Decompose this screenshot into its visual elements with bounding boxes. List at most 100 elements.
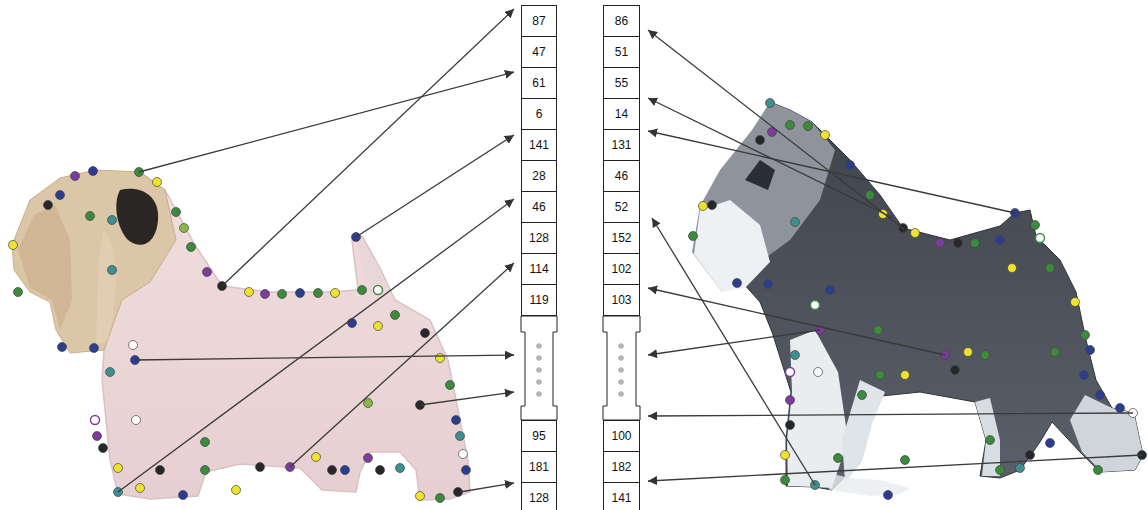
number-box: 128 [521, 482, 557, 510]
keypoint [1026, 451, 1035, 460]
keypoint [791, 218, 800, 227]
keypoint [996, 236, 1005, 245]
box-number: 100 [611, 430, 631, 442]
elided-rows [536, 391, 542, 397]
number-box: 128 [521, 222, 557, 254]
right-dog [1070, 395, 1143, 472]
number-box: 131 [603, 129, 640, 161]
keypoint [296, 289, 305, 298]
keypoint [964, 348, 973, 357]
number-box: 86 [603, 5, 640, 37]
keypoint [391, 311, 400, 320]
keypoint [786, 421, 795, 430]
box-number: 87 [532, 15, 545, 27]
elided-rows [618, 355, 624, 361]
right-dog [694, 200, 770, 292]
keypoint [56, 191, 65, 200]
keypoint [1051, 348, 1060, 357]
keypoint [86, 212, 95, 221]
keypoint [201, 466, 210, 475]
keypoint [981, 351, 990, 360]
keypoint [90, 344, 99, 353]
keypoint [1016, 464, 1025, 473]
keypoint [364, 454, 373, 463]
keypoint [834, 454, 843, 463]
left-dog [12, 170, 176, 353]
number-box: 119 [521, 284, 557, 316]
keypoint [341, 466, 350, 475]
keypoint [459, 450, 468, 459]
keypoint [132, 416, 141, 425]
leader-arrow [420, 392, 514, 405]
keypoint [129, 341, 138, 350]
keypoint [396, 464, 405, 473]
box-number: 95 [532, 430, 545, 442]
box-number: 131 [611, 139, 631, 151]
number-box: 102 [603, 253, 640, 285]
keypoint [884, 491, 893, 500]
keypoint [91, 416, 100, 425]
number-box: 103 [603, 284, 640, 316]
elided-rows [536, 343, 542, 349]
keypoint [821, 131, 830, 140]
keypoint [826, 286, 835, 295]
leader-arrow [139, 72, 514, 172]
keypoint [232, 486, 241, 495]
keypoint [866, 191, 875, 200]
keypoint [874, 326, 883, 335]
keypoint [331, 289, 340, 298]
keypoint [203, 268, 212, 277]
number-box: 52 [603, 191, 640, 223]
number-box: 14 [603, 98, 640, 130]
right-dog [815, 470, 910, 496]
keypoint [452, 416, 461, 425]
keypoint [358, 286, 367, 295]
box-number: 114 [529, 263, 548, 275]
keypoint [421, 329, 430, 338]
leader-arrow [648, 288, 945, 355]
number-box: 87 [521, 5, 557, 37]
leader-arrow [648, 131, 1015, 213]
keypoint [416, 492, 425, 501]
keypoint [858, 391, 867, 400]
keypoint [261, 290, 270, 299]
keypoint [9, 167, 471, 503]
elided-rows [536, 367, 542, 373]
keypoint [172, 208, 181, 217]
left-dog [116, 189, 158, 245]
leader-arrow [356, 135, 514, 237]
keypoint [911, 229, 920, 238]
keypoint [314, 289, 323, 298]
leader-arrow [648, 413, 1133, 416]
keypoint [106, 368, 115, 377]
box-number: 46 [532, 201, 545, 213]
keypoint [180, 224, 189, 233]
keypoint [786, 368, 795, 377]
keypoint [93, 432, 102, 441]
keypoint [764, 280, 773, 289]
elided-rows [521, 316, 640, 420]
keypoint [312, 453, 321, 462]
keypoint [901, 456, 910, 465]
keypoint [846, 161, 855, 170]
leader-arrow [290, 263, 514, 467]
box-number: 61 [532, 77, 545, 89]
keypoint [374, 322, 383, 331]
keypoint [901, 371, 910, 380]
keypoint [733, 279, 742, 288]
leader-arrow [648, 30, 905, 230]
box-number: 51 [615, 46, 628, 58]
elided-rows [521, 316, 557, 420]
keypoint [996, 466, 1005, 475]
leader-arrow [118, 9, 1142, 492]
keypoint [89, 167, 98, 176]
keypoint [781, 451, 790, 460]
box-number: 182 [611, 461, 631, 473]
keypoint [71, 172, 80, 181]
keypoint [786, 396, 795, 405]
keypoint [1036, 234, 1045, 243]
keypoint [114, 464, 123, 473]
keypoint [1081, 331, 1090, 340]
keypoint [1086, 346, 1095, 355]
